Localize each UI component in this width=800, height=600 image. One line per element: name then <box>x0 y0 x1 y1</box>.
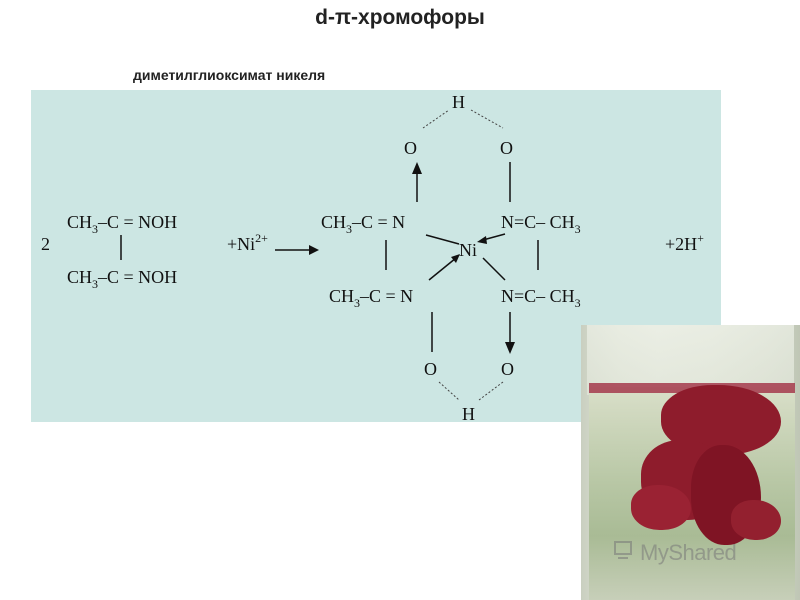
o-top-right: O <box>500 138 513 158</box>
arrow-ni-tr <box>477 236 487 244</box>
bond-ni-n-br <box>482 257 506 281</box>
byproduct: +2H+ <box>665 231 704 254</box>
ligand-top: CH3–C = NOH <box>67 212 177 236</box>
reaction-panel: 2 CH3–C = NOH CH3–C = NOH +Ni2+ H O O CH… <box>31 90 721 422</box>
precipitate-cloud <box>731 500 781 540</box>
bond-ni-n-tl <box>425 234 460 245</box>
o-bottom-left: O <box>424 359 437 379</box>
watermark-text: MyShared <box>640 540 737 565</box>
h-bond-tl <box>422 109 450 129</box>
arrow-o-tl <box>412 162 422 174</box>
o-bottom-right: O <box>501 359 514 379</box>
h-top: H <box>452 92 465 112</box>
reaction-arrow-head <box>309 245 319 255</box>
bond-ni-n-bl <box>428 257 457 281</box>
o-top-left: O <box>404 138 417 158</box>
arrow-ni-bl <box>451 254 460 263</box>
precipitate-cloud <box>631 485 691 530</box>
ligand-bottom: CH3–C = NOH <box>67 267 177 291</box>
h-bond-bl <box>438 381 460 401</box>
reaction-scheme: 2 CH3–C = NOH CH3–C = NOH +Ni2+ H O O CH… <box>41 92 704 422</box>
arrow-o-br <box>505 342 515 354</box>
watermark-icon <box>614 541 632 559</box>
complex-left-top: CH3–C = N <box>321 212 405 236</box>
reaction-subtitle: диметилглиоксимат никеля <box>133 67 326 83</box>
h-bond-br <box>478 381 504 401</box>
nickel-reagent: +Ni2+ <box>227 231 268 254</box>
metal-center: Ni <box>459 240 477 260</box>
bond-ni-n-tr <box>482 233 506 241</box>
page-title: d-π-хромофоры <box>315 6 485 29</box>
test-tube-photo <box>581 325 800 600</box>
h-bottom: H <box>462 404 475 422</box>
complex-right-bottom: N=C– CH3 <box>501 286 581 310</box>
h-bond-tr <box>470 109 504 129</box>
coefficient: 2 <box>41 234 50 254</box>
complex-left-bottom: CH3–C = N <box>329 286 413 310</box>
complex-right-top: N=C– CH3 <box>501 212 581 236</box>
